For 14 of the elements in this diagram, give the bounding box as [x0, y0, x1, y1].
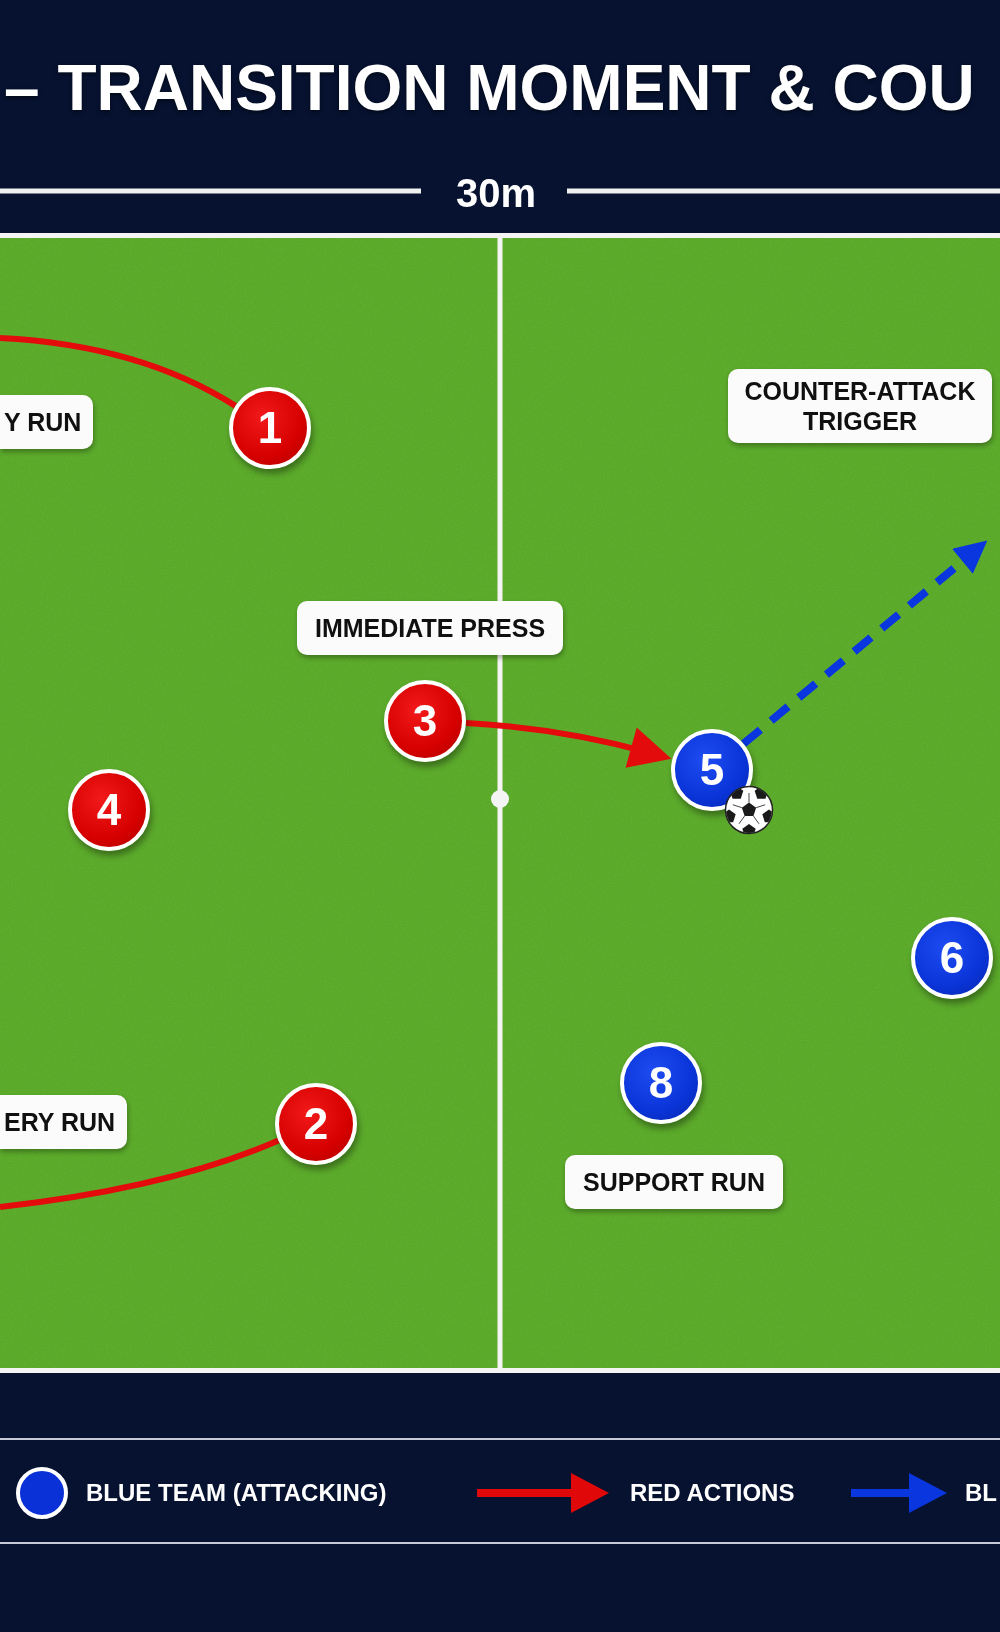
curved-arrow — [465, 720, 672, 768]
legend-label: BL — [965, 1481, 997, 1505]
annotation-label: Y RUN — [0, 395, 94, 449]
curved-line — [0, 1137, 280, 1210]
annotation-label: IMMEDIATE PRESS — [297, 601, 564, 655]
diagram-title: – TRANSITION MOMENT & COU — [4, 56, 975, 120]
legend-label: RED ACTIONS — [630, 1481, 795, 1505]
dashed-arrow — [740, 540, 988, 747]
annotation-label: ERY RUN — [0, 1095, 128, 1149]
annotation-label: SUPPORT RUN — [565, 1155, 783, 1209]
legend-label: BLUE TEAM (ATTACKING) — [86, 1481, 387, 1505]
annotation-label: COUNTER-ATTACK TRIGGER — [728, 369, 992, 443]
dimension-label: 30m — [455, 173, 537, 213]
curved-line — [0, 335, 237, 409]
